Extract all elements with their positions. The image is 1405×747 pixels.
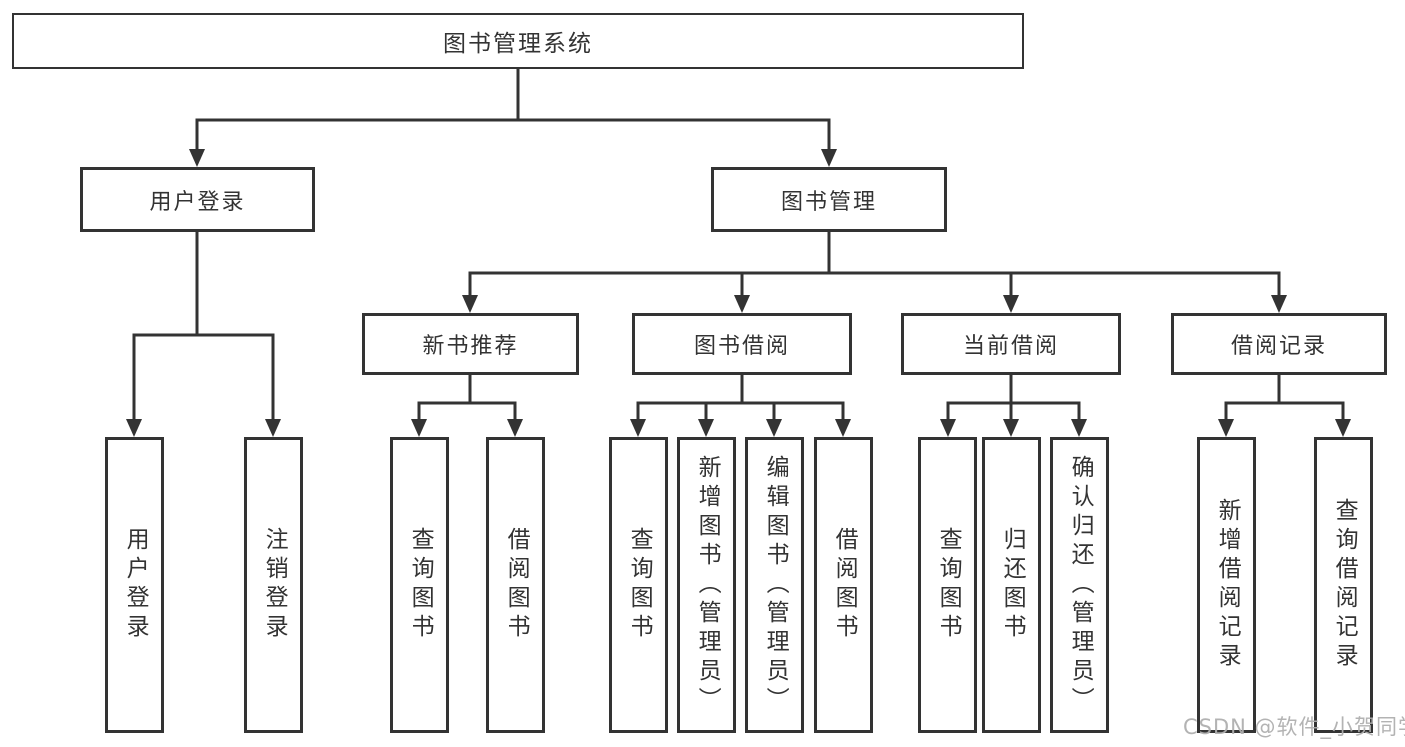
node-book-management: 图书管理 — [711, 167, 947, 232]
leaf-records-query-record: 查询借阅记录 — [1314, 437, 1373, 733]
leaf-label: 用户登录 — [122, 527, 149, 643]
leaf-label: 确认归还（管理员） — [1067, 454, 1094, 716]
arrowheads — [126, 149, 1351, 437]
leaf-label: 注销登录 — [261, 527, 288, 643]
node-user-login: 用户登录 — [80, 167, 315, 232]
leaf-borrow-edit-book-admin: 编辑图书（管理员） — [745, 437, 804, 733]
leaf-borrow-add-book-admin: 新增图书（管理员） — [677, 437, 736, 733]
node-book-borrowing: 图书借阅 — [632, 313, 852, 375]
node-borrow-records: 借阅记录 — [1171, 313, 1387, 375]
leaf-label: 新增图书（管理员） — [694, 454, 721, 716]
csdn-watermark: CSDN @软件_小贺同学 — [1183, 715, 1405, 739]
leaf-user-login: 用户登录 — [105, 437, 164, 733]
node-current-borrowing: 当前借阅 — [901, 313, 1121, 375]
leaf-current-return-books: 归还图书 — [982, 437, 1041, 733]
leaf-newrec-borrow-books: 借阅图书 — [486, 437, 545, 733]
node-new-book-recommend: 新书推荐 — [362, 313, 579, 375]
leaf-label: 查询图书 — [626, 527, 653, 643]
leaf-logout: 注销登录 — [244, 437, 303, 733]
leaf-newrec-query-books: 查询图书 — [390, 437, 449, 733]
leaf-label: 编辑图书（管理员） — [762, 454, 789, 716]
leaf-label: 查询图书 — [407, 527, 434, 643]
leaf-label: 查询图书 — [935, 527, 962, 643]
leaf-label: 查询借阅记录 — [1331, 498, 1358, 672]
leaf-label: 借阅图书 — [831, 527, 858, 643]
leaf-label: 归还图书 — [999, 527, 1026, 643]
leaf-current-confirm-return-admin: 确认归还（管理员） — [1050, 437, 1109, 733]
leaf-borrow-borrow-books: 借阅图书 — [814, 437, 873, 733]
node-root: 图书管理系统 — [12, 13, 1024, 69]
leaf-label: 借阅图书 — [503, 527, 530, 643]
leaf-borrow-query-books: 查询图书 — [609, 437, 668, 733]
leaf-label: 新增借阅记录 — [1214, 498, 1241, 672]
leaf-records-add-record: 新增借阅记录 — [1197, 437, 1256, 733]
leaf-current-query-books: 查询图书 — [918, 437, 977, 733]
